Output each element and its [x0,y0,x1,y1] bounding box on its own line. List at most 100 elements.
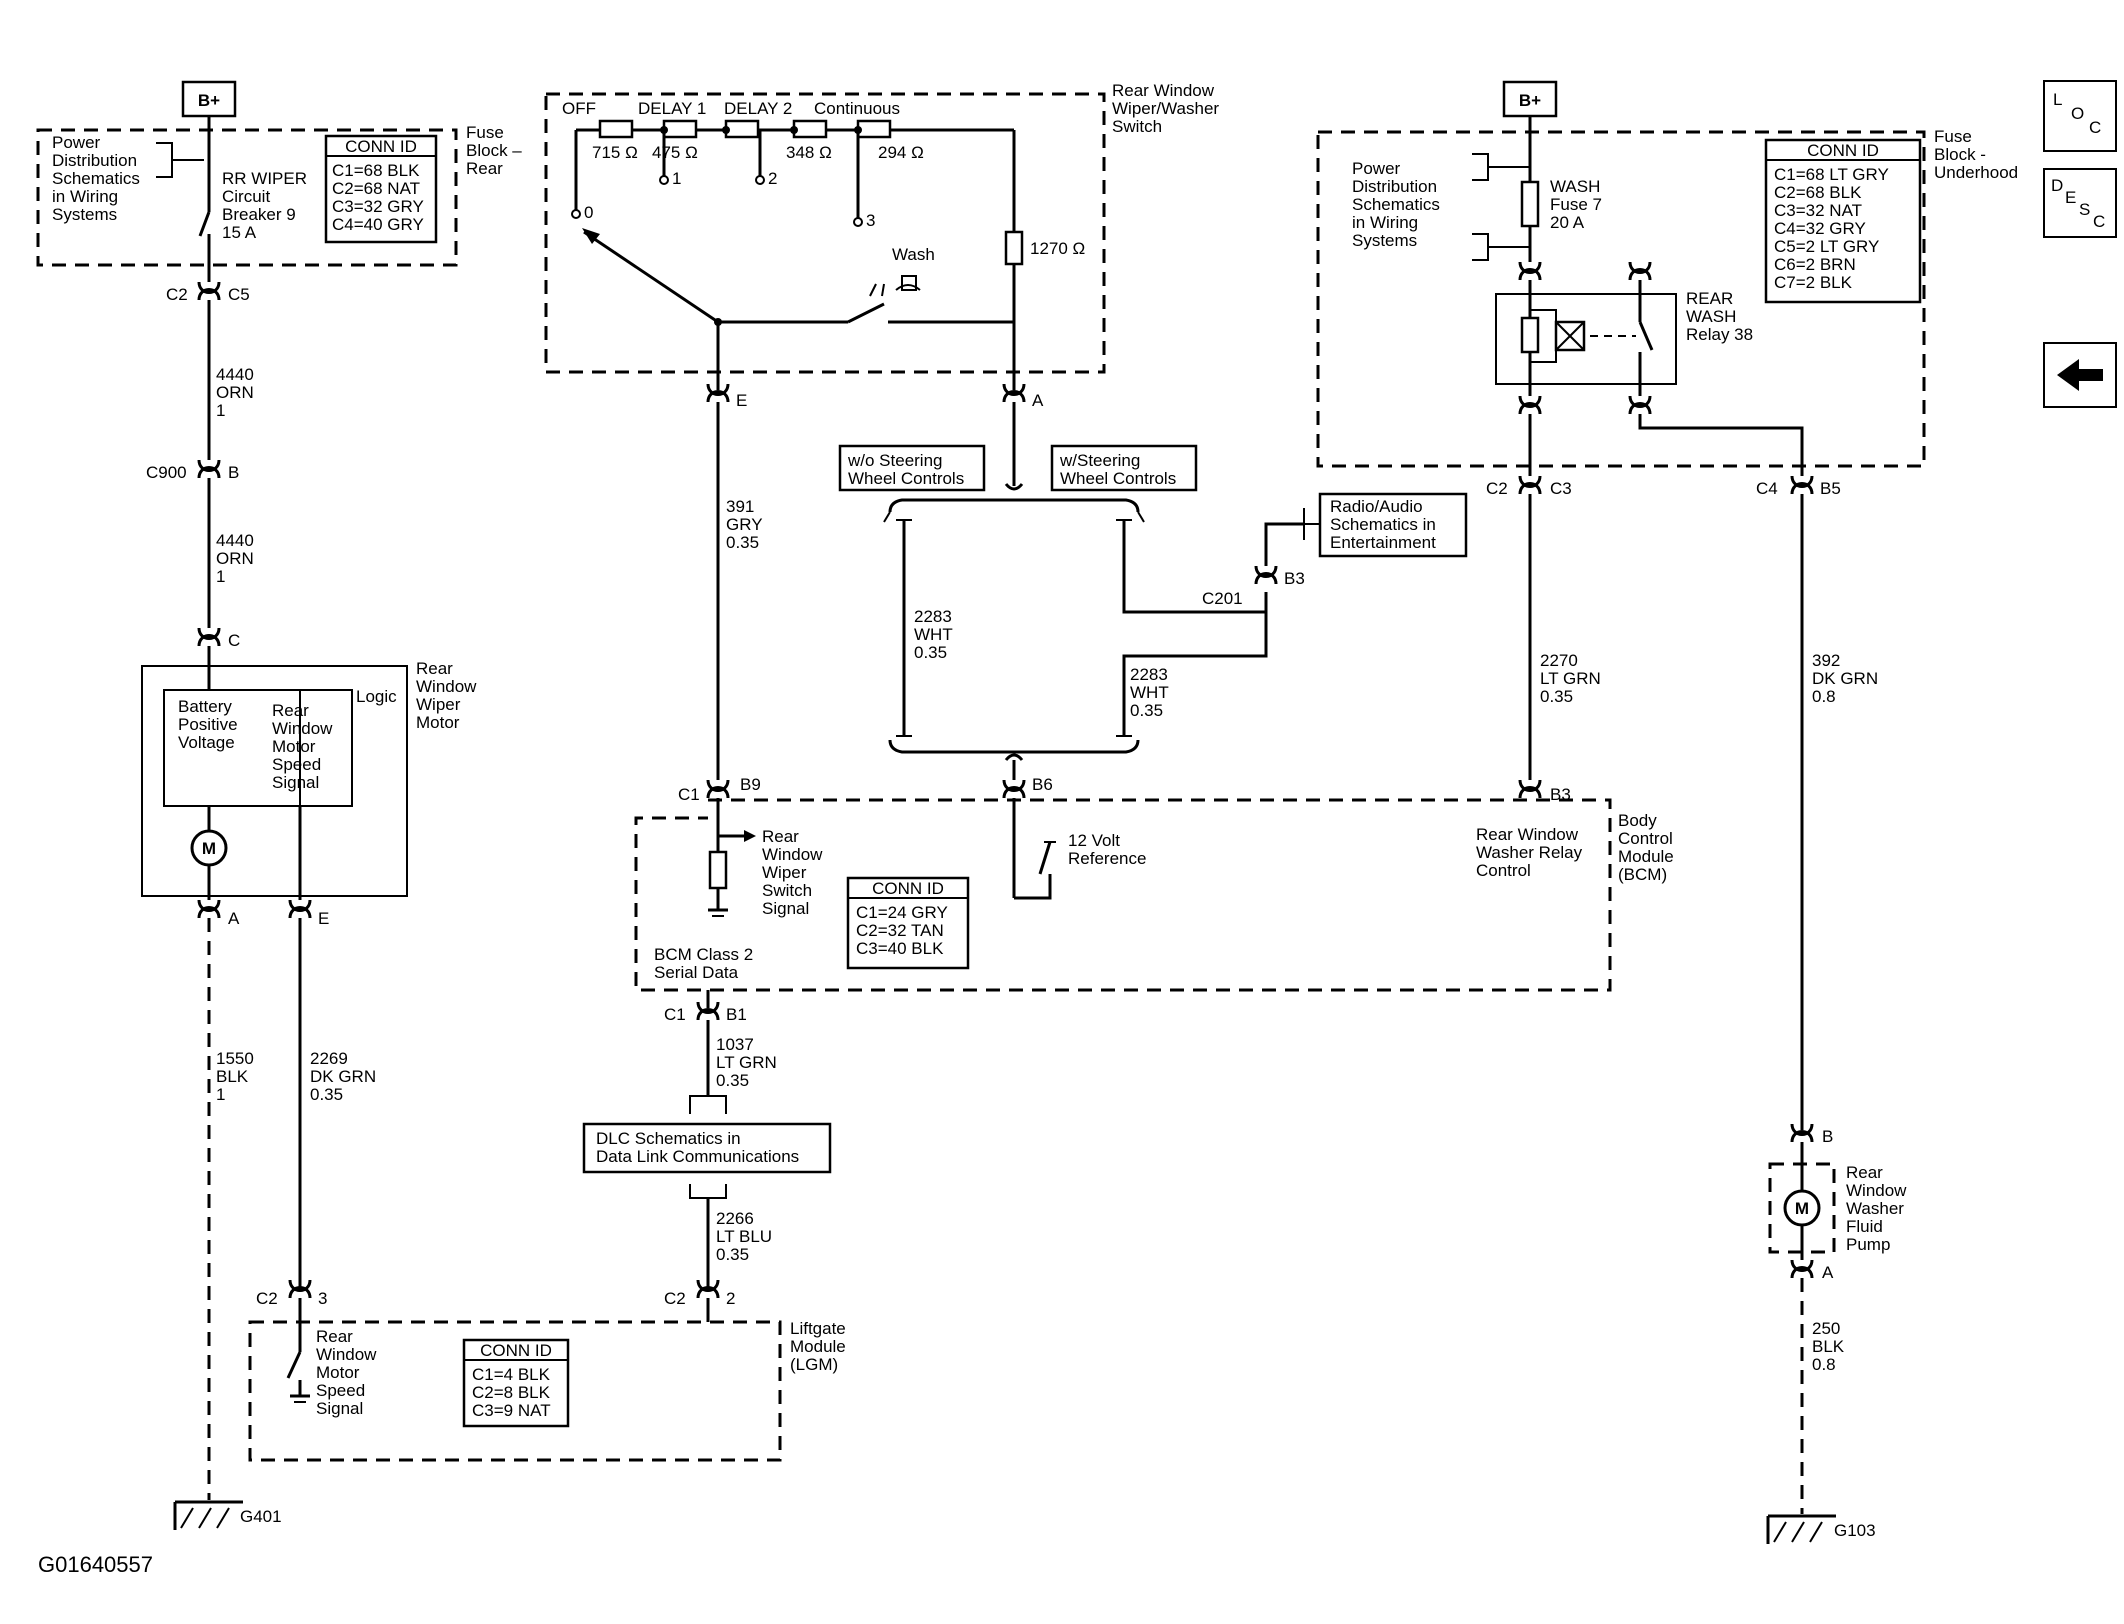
desc-button[interactable]: D E S C [2043,168,2117,238]
svg-text:C3=32 NAT: C3=32 NAT [1774,201,1862,220]
svg-text:Speed: Speed [272,755,321,774]
svg-text:2283: 2283 [914,607,952,626]
svg-text:C2=68 BLK: C2=68 BLK [1774,183,1862,202]
svg-text:Schematics: Schematics [1352,195,1440,214]
b-plus-left: B+ [181,80,237,118]
svg-text:Window: Window [316,1345,377,1364]
svg-text:0.8: 0.8 [1812,687,1836,706]
svg-text:w/Steering: w/Steering [1059,451,1140,470]
svg-text:3: 3 [318,1289,327,1308]
svg-text:C3: C3 [1550,479,1572,498]
svg-text:Data Link Communications: Data Link Communications [596,1147,799,1166]
svg-text:Block -: Block - [1934,145,1986,164]
svg-text:Control: Control [1618,829,1673,848]
svg-text:Serial Data: Serial Data [654,963,739,982]
svg-text:Underhood: Underhood [1934,163,2018,182]
svg-text:2270: 2270 [1540,651,1578,670]
svg-text:Power: Power [1352,159,1401,178]
svg-text:Module: Module [1618,847,1674,866]
svg-text:Pump: Pump [1846,1235,1890,1254]
svg-text:0: 0 [584,203,593,222]
svg-text:Power: Power [52,133,101,152]
svg-text:1: 1 [216,567,225,586]
fuse-block-rear-title: Fuse Block – Rear [466,123,522,178]
svg-text:B5: B5 [1820,479,1841,498]
svg-text:Positive: Positive [178,715,238,734]
right-wires: C2 C3 2270 LT GRN 0.35 C4 B5 392 DK GRN … [1486,474,1878,1130]
fuse-block-rear: Power Distribution Schematics in Wiring … [36,123,522,267]
svg-text:Speed: Speed [316,1381,365,1400]
svg-text:15 A: 15 A [222,223,257,242]
svg-text:3: 3 [866,211,875,230]
svg-text:M: M [202,839,216,858]
svg-text:E: E [318,909,329,928]
svg-text:Schematics: Schematics [52,169,140,188]
svg-text:REAR: REAR [1686,289,1733,308]
svg-text:Relay 38: Relay 38 [1686,325,1753,344]
svg-text:LT GRN: LT GRN [716,1053,777,1072]
loc-letter-o: O [2071,104,2085,123]
back-button[interactable] [2043,342,2117,408]
svg-text:C1=24 GRY: C1=24 GRY [856,903,948,922]
rr-wiper-breaker-label: RR WIPER Circuit Breaker 9 15 A [222,169,307,242]
svg-text:0.35: 0.35 [1130,701,1163,720]
svg-text:391: 391 [726,497,754,516]
svg-text:Module: Module [790,1337,846,1356]
svg-text:250: 250 [1812,1319,1840,1338]
left-ground-wires: A E 1550 BLK 1 2269 DK GRN 0.35 G401 [173,898,376,1532]
svg-text:Reference: Reference [1068,849,1146,868]
svg-text:Wiper/Washer: Wiper/Washer [1112,99,1219,118]
svg-text:348 Ω: 348 Ω [786,143,832,162]
svg-text:C3=9 NAT: C3=9 NAT [472,1401,551,1420]
loc-button[interactable]: L O C [2043,80,2117,152]
svg-text:0.35: 0.35 [914,643,947,662]
svg-text:G401: G401 [240,1507,282,1526]
svg-text:Switch: Switch [1112,117,1162,136]
svg-text:Fluid: Fluid [1846,1217,1883,1236]
svg-text:Motor: Motor [416,713,460,732]
steering-options: w/o Steering Wheel Controls w/Steering W… [838,444,1468,780]
svg-text:ORN: ORN [216,549,254,568]
svg-text:A: A [228,909,240,928]
svg-text:C2=68 NAT: C2=68 NAT [332,179,420,198]
svg-text:C900: C900 [146,463,187,482]
svg-text:C2: C2 [664,1289,686,1308]
loc-letter-c: C [2089,118,2102,137]
svg-text:ORN: ORN [216,383,254,402]
svg-text:Switch: Switch [762,881,812,900]
svg-text:Entertainment: Entertainment [1330,533,1436,552]
svg-text:WASH: WASH [1550,177,1600,196]
washer-spray-icon [869,275,921,297]
loc-letter-l: L [2053,90,2063,109]
svg-text:Signal: Signal [316,1399,363,1418]
desc-letter-d: D [2051,176,2064,195]
svg-text:(LGM): (LGM) [790,1355,838,1374]
svg-text:CONN ID: CONN ID [480,1341,552,1360]
svg-text:715 Ω: 715 Ω [592,143,638,162]
svg-text:G103: G103 [1834,1521,1876,1540]
svg-text:M: M [1795,1199,1809,1218]
washer-fluid-pump: B M Rear Window Washer Fluid Pump A 250 … [1766,1122,1907,1546]
svg-text:B6: B6 [1032,775,1053,794]
svg-text:in Wiring: in Wiring [1352,213,1418,232]
svg-text:Window: Window [762,845,823,864]
svg-text:Fuse: Fuse [466,123,504,142]
dlc-link: C1 B1 1037 LT GRN 0.35 DLC Schematics in… [582,990,832,1322]
svg-text:Radio/Audio: Radio/Audio [1330,497,1423,516]
svg-text:Rear Window: Rear Window [1112,81,1215,100]
svg-text:Signal: Signal [762,899,809,918]
svg-text:C2=8 BLK: C2=8 BLK [472,1383,551,1402]
svg-text:Rear: Rear [466,159,503,178]
svg-text:Systems: Systems [52,205,117,224]
svg-text:Distribution: Distribution [1352,177,1437,196]
svg-text:2269: 2269 [310,1049,348,1068]
desc-letter-c: C [2093,212,2106,231]
svg-text:12 Volt: 12 Volt [1068,831,1120,850]
svg-text:OFF: OFF [562,99,596,118]
svg-text:C5: C5 [228,285,250,304]
svg-text:Rear: Rear [762,827,799,846]
svg-text:in Wiring: in Wiring [52,187,118,206]
svg-text:C201: C201 [1202,589,1243,608]
svg-text:2266: 2266 [716,1209,754,1228]
